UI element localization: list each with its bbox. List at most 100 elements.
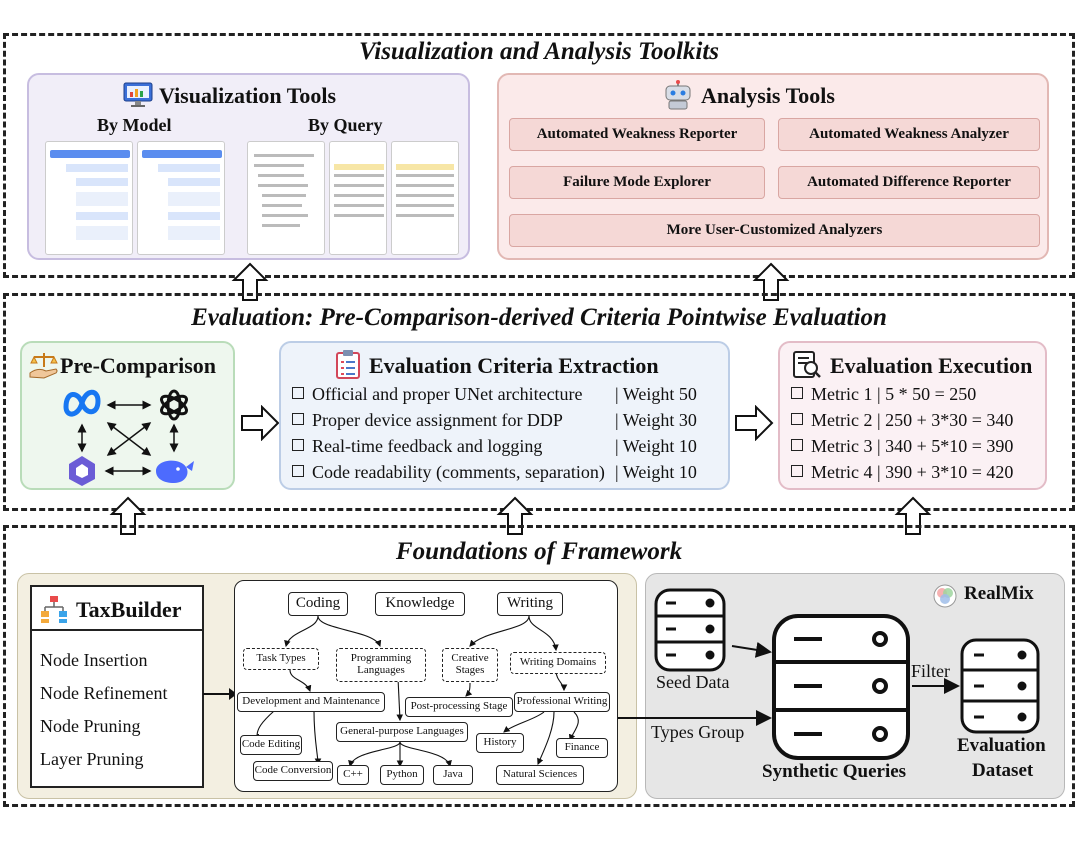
metric-row: Metric 1 | 5 * 50 = 250 [791,384,976,405]
failure-mode-explorer-button[interactable]: Failure Mode Explorer [509,166,765,199]
node-refinement-label: Node Refinement [40,683,168,703]
python-node: Python [380,765,424,785]
programming-languages-node: Programming Languages [336,648,426,682]
by-model-screenshot-2 [137,141,225,255]
visualization-tools-title: Visualization Tools [159,83,337,108]
code-editing-node: Code Editing [240,735,302,755]
history-node: History [476,733,524,753]
criteria-weight: | Weight 10 [615,436,697,456]
robot-icon [661,80,695,110]
checkbox-icon [791,439,803,451]
layer-pruning-label: Layer Pruning [40,749,144,769]
criteria-weight: | Weight 10 [615,462,697,482]
coding-node: Coding [288,592,348,616]
creative-stages-node: Creative Stages [442,648,498,682]
criteria-row: Code readability (comments, separation) [292,462,605,483]
automated-weakness-analyzer-button[interactable]: Automated Weakness Analyzer [778,118,1040,151]
metric-row: Metric 2 | 250 + 3*30 = 340 [791,410,1013,431]
writing-node: Writing [497,592,563,616]
hierarchy-icon [40,595,68,623]
criteria-weight: | Weight 30 [615,410,697,430]
types-group-label: Types Group [651,722,745,742]
cpp-node: C++ [337,765,369,785]
up-arrow-icon [109,496,147,535]
report-magnifier-icon [792,349,822,379]
foundations-title: Foundations of Framework [395,538,683,565]
realmix-diagram [618,588,1040,760]
checkbox-icon [292,413,304,425]
seed-data-label: Seed Data [656,672,730,692]
evaluation-dataset-label-line2: Dataset [972,760,1034,781]
foundations-section: Foundations of Framework [3,525,1075,807]
node-pruning-label: Node Pruning [40,716,141,736]
knowledge-node: Knowledge [375,592,465,616]
scale-hand-icon [28,351,60,379]
automated-weakness-reporter-button[interactable]: Automated Weakness Reporter [509,118,765,151]
taxbuilder-box: TaxBuilder [30,585,204,788]
post-processing-stage-node: Post-processing Stage [405,697,513,717]
realmix-title: RealMix [964,583,1034,604]
monitor-chart-icon [123,82,153,108]
automated-difference-reporter-button[interactable]: Automated Difference Reporter [778,166,1040,199]
by-model-label: By Model [97,115,172,135]
right-arrow-icon [241,405,280,441]
qwen-logo-icon [69,456,95,486]
visualization-tools-panel: Visualization Tools By Model By Query [27,73,470,260]
criteria-weight: | Weight 50 [615,384,697,404]
openai-logo-icon [160,389,188,421]
metric-row: Metric 4 | 390 + 3*10 = 420 [791,462,1013,483]
checkbox-icon [292,465,304,477]
development-maintenance-node: Development and Maintenance [237,692,385,712]
finance-node: Finance [556,738,608,758]
evaluation-execution-title: Evaluation Execution [830,353,1033,378]
criteria-row: Real-time feedback and logging [292,436,542,457]
color-circles-icon [933,584,957,608]
analysis-tools-title: Analysis Tools [701,83,835,108]
task-types-node: Task Types [243,648,319,670]
up-arrow-icon [894,496,932,535]
viz-analysis-title: Visualization and Analysis Toolkits [358,38,720,65]
java-node: Java [433,765,473,785]
metric-row: Metric 3 | 340 + 5*10 = 390 [791,436,1013,457]
right-arrow-icon [203,688,237,700]
analysis-tools-panel: Analysis Tools Automated Weakness Report… [497,73,1049,260]
by-model-screenshot-1 [45,141,133,255]
evaluation-title: Evaluation: Pre-Comparison-derived Crite… [191,304,887,331]
deepseek-logo-icon [156,460,194,483]
by-query-screenshot-1 [247,141,325,255]
by-query-screenshot-2 [329,141,387,255]
synthetic-queries-label: Synthetic Queries [762,761,907,782]
right-arrow-icon [735,405,774,441]
code-conversion-node: Code Conversion [253,761,333,781]
viz-analysis-section: Visualization and Analysis Toolkits [3,33,1075,278]
clipboard-checklist-icon [335,349,361,379]
evaluation-dataset-label-line1: Evaluation [957,735,1046,756]
pre-comparison-title: Pre-Comparison [60,353,217,378]
synthetic-queries-database-icon [772,614,910,760]
pre-comparison-panel: Pre-Comparison [20,341,235,490]
general-purpose-languages-node: General-purpose Languages [336,722,468,742]
up-arrow-icon [496,496,534,535]
taxbuilder-title: TaxBuilder [76,597,182,622]
up-arrow-icon [231,262,269,301]
evaluation-section: Evaluation: Pre-Comparison-derived Crite… [3,293,1075,511]
criteria-row: Official and proper UNet architecture [292,384,583,405]
natural-sciences-node: Natural Sciences [496,765,584,785]
criteria-extraction-panel: Evaluation Criteria Extraction Official … [279,341,730,490]
checkbox-icon [791,387,803,399]
node-insertion-label: Node Insertion [40,650,148,670]
checkbox-icon [292,387,304,399]
by-query-screenshot-3 [391,141,459,255]
up-arrow-icon [752,262,790,301]
checkbox-icon [791,465,803,477]
criteria-row: Proper device assignment for DDP [292,410,563,431]
criteria-extraction-title: Evaluation Criteria Extraction [369,353,659,378]
more-user-customized-analyzers-button[interactable]: More User-Customized Analyzers [509,214,1040,247]
writing-domains-node: Writing Domains [510,652,606,674]
filter-label: Filter [911,661,950,681]
checkbox-icon [791,413,803,425]
meta-logo-icon [63,389,101,417]
model-comparison-graph [63,389,194,486]
seed-data-database-icon [654,588,726,672]
evaluation-dataset-database-icon [960,638,1040,734]
